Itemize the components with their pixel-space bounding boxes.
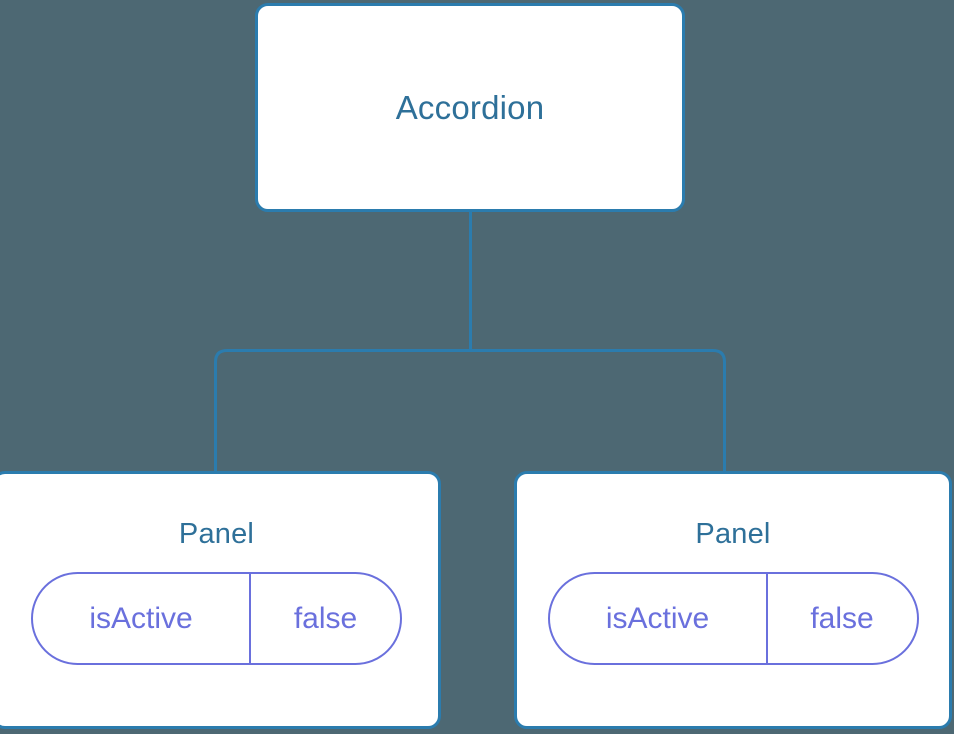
state-value: false xyxy=(249,574,400,663)
connector-branch-right xyxy=(470,349,726,474)
node-title: Accordion xyxy=(395,89,545,126)
tree-node-accordion[interactable]: Accordion xyxy=(255,3,685,212)
node-title: Panel xyxy=(178,518,255,550)
connector-branch-left xyxy=(214,349,471,474)
tree-node-panel-1[interactable]: Panel isActive false xyxy=(514,471,952,729)
tree-node-panel-0[interactable]: Panel isActive false xyxy=(0,471,441,729)
state-key: isActive xyxy=(605,601,710,635)
state-badge[interactable]: isActive false xyxy=(547,572,919,665)
node-title: Panel xyxy=(695,518,771,550)
state-badge[interactable]: isActive false xyxy=(31,572,402,665)
state-value: false xyxy=(765,574,917,663)
state-key: isActive xyxy=(89,601,193,635)
